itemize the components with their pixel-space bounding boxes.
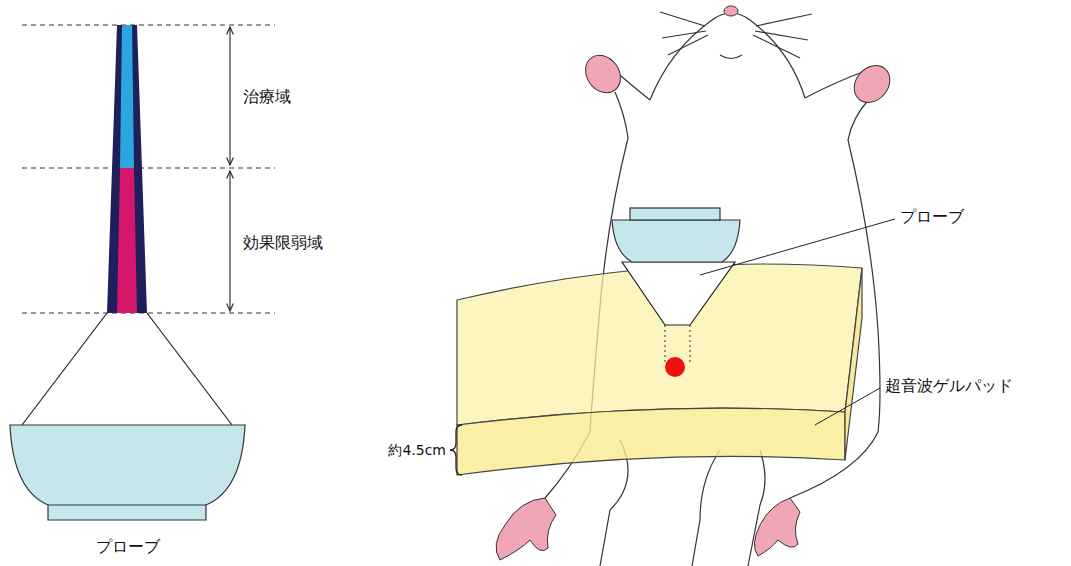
thickness-brace	[450, 425, 462, 475]
part-label: 超音波ゲルパッド	[885, 376, 1013, 395]
part-label: プローブ	[900, 207, 964, 226]
weak-effect-zone	[117, 168, 137, 313]
part-label: 治療域	[243, 87, 291, 106]
beam-spread	[22, 313, 232, 425]
probe-top	[630, 208, 720, 220]
dimension-label: 約4.5cm	[388, 442, 446, 459]
probe-on-pad	[612, 220, 740, 262]
leader-lines	[700, 219, 895, 425]
beam-outer	[107, 25, 147, 313]
treatment-zone	[120, 25, 134, 168]
probe-shape	[10, 425, 245, 520]
beam-dotted	[665, 325, 690, 362]
zone-brackets	[229, 27, 230, 311]
dashed-guides	[22, 25, 275, 313]
target-dot	[665, 357, 685, 377]
probe-rim	[48, 505, 206, 506]
beam-cone	[622, 262, 735, 325]
part-label: 効果限弱域	[243, 233, 323, 252]
part-label: プローブ	[96, 537, 160, 556]
